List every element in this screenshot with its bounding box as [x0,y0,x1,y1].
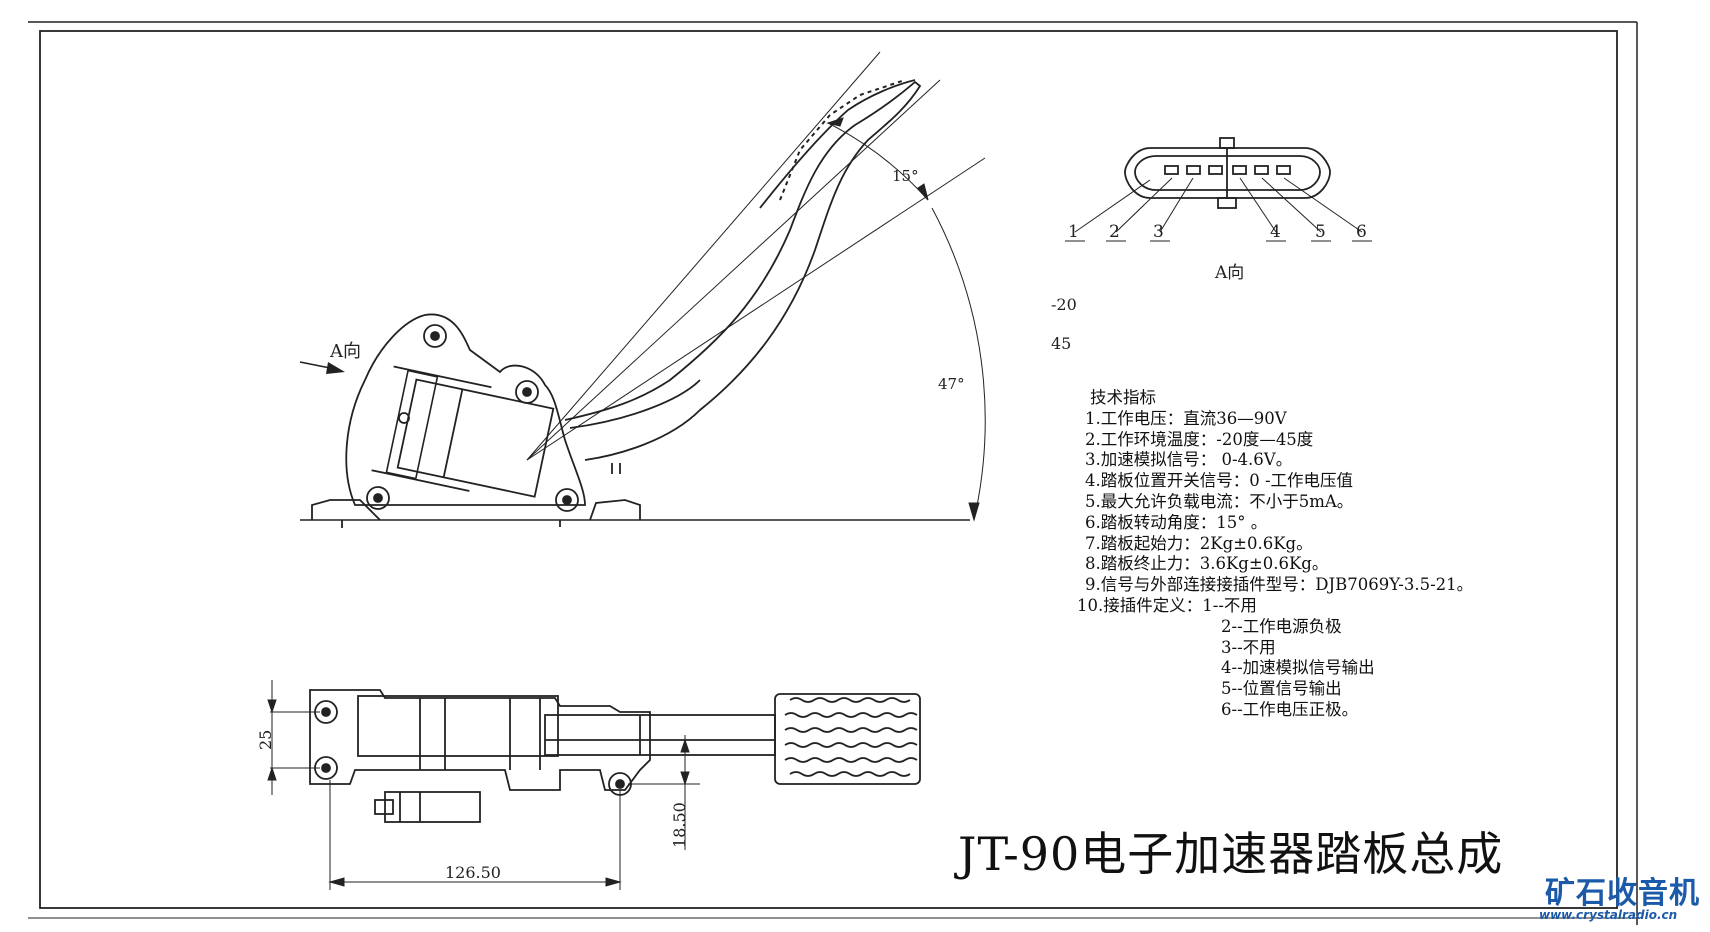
drawing-frame [28,21,1638,925]
watermark-url: www.crystalradio.cn [1539,908,1678,922]
dimension-width: 126.50 [445,863,501,882]
pin-label-4: 4 [1270,222,1281,242]
spec-item: 6.踏板转动角度：15° 。 [1085,512,1268,532]
pin-label-6: 6 [1356,222,1367,242]
pin-definition: 3--不用 [1221,637,1276,657]
direction-label-a: A向 [330,341,361,362]
dimension-offset: 18.50 [670,802,689,848]
drawing-title: JT-90电子加速器踏板总成 [958,827,1504,881]
watermark: 矿石收音机 www.crystalradio.cn [1539,868,1700,922]
angle-construction-lines [526,51,986,522]
pin-definition: 4--加速模拟信号输出 [1221,658,1375,678]
view-direction-arrow [299,361,345,374]
spec-item: 3.加速模拟信号： 0-4.6V。 [1085,450,1293,470]
pin-definition: 6--工作电压正极。 [1221,699,1359,719]
dimension-holes: 25 [256,729,275,750]
connector-caption: A向 [1215,263,1245,283]
spec-item: 10.接插件定义：1--不用 [1077,595,1257,615]
pin-label-1: 1 [1068,222,1079,242]
connector-view [1124,137,1331,209]
pin-definition: 5--位置信号输出 [1221,679,1342,699]
angle-label-47: 47° [938,375,965,393]
spec-item: 9.信号与外部连接接插件型号：DJB7069Y-3.5-21。 [1085,575,1474,595]
pin-label-2: 2 [1109,222,1120,242]
technical-specs: 技术指标 1.工作电压：直流36—90V 2.工作环境温度：-20度—45度 3… [1077,388,1474,721]
spec-item: 2.工作环境温度：-20度—45度 [1085,429,1314,449]
spec-item: 4.踏板位置开关信号：0 -工作电压值 [1085,471,1354,491]
watermark-name: 矿石收音机 [1545,876,1700,911]
spec-item: 1.工作电压：直流36—90V [1085,408,1287,428]
note-minus-20: -20 [1051,295,1077,314]
spec-item: 7.踏板起始力：2Kg±0.6Kg。 [1085,533,1313,553]
angle-label-15: 15° [892,167,919,185]
connector-pin-leaders [1065,177,1372,242]
spec-item: 5.最大允许负载电流：不小于5mA。 [1085,491,1354,511]
pin-label-3: 3 [1153,222,1164,242]
pedal-side-view [300,79,970,528]
pin-definition: 2--工作电源负极 [1221,616,1342,636]
spec-item: 8.踏板终止力：3.6Kg±0.6Kg。 [1085,554,1329,574]
specs-heading: 技术指标 [1090,388,1156,407]
pin-label-5: 5 [1315,222,1326,242]
note-45: 45 [1051,334,1072,353]
dimension-lines [267,680,700,890]
pedal-top-view [309,689,921,823]
